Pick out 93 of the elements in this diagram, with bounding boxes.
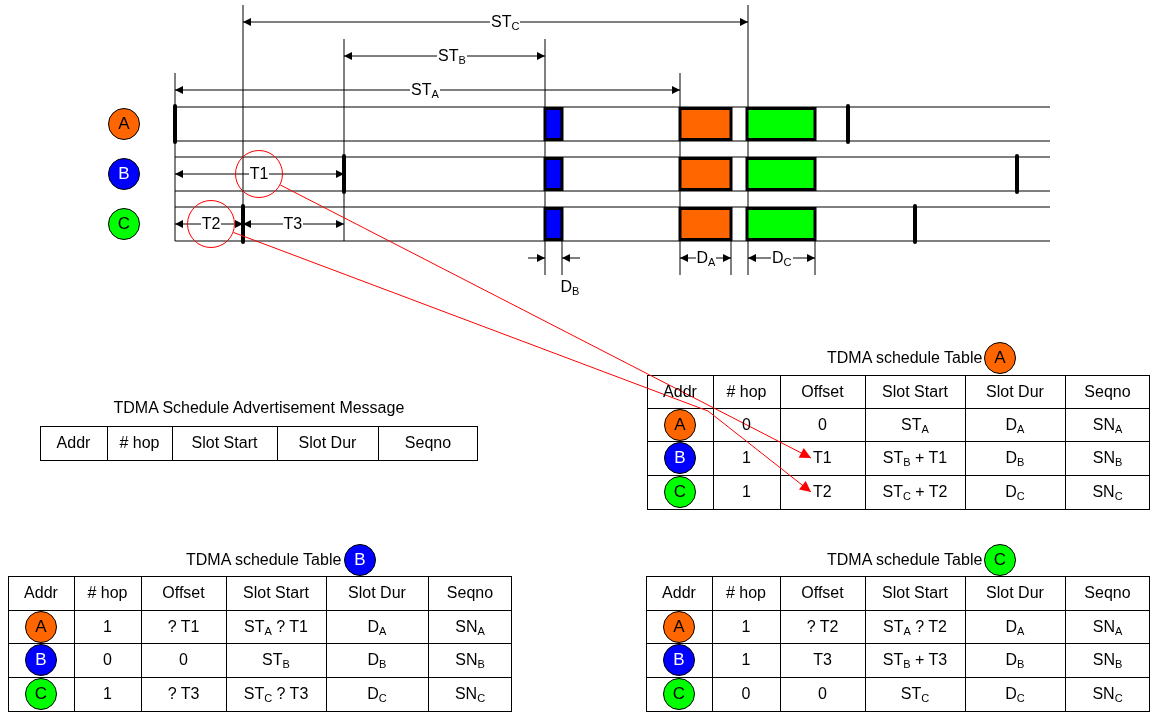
table-value: ? T2 [806,617,839,636]
table-value: SN$_{A}$ [1092,415,1123,434]
table-value: T2 [813,483,832,501]
table-value: 0 [818,415,827,434]
table-value: D$_{B}$ [1005,449,1025,467]
node-circle: C [108,208,140,240]
address-badge: C [664,476,696,508]
table-value: D$_{C}$ [367,685,387,703]
table-value: 1 [741,651,751,669]
table-value: 0 [179,651,188,669]
column-header: Slot Dur [348,584,406,602]
column-header: Slot Dur [986,382,1044,401]
message-field: Addr [56,434,91,452]
table-value: ST$_{C}$ + T2 [882,483,948,501]
table-value: D$_{A}$ [367,617,387,636]
address-badge: B [664,442,696,474]
node-badge: B [344,544,376,576]
address-badge: B [25,644,57,676]
table-value: ST$_{B}$ + T1 [882,449,948,467]
column-header: Offset [162,584,205,602]
node-badge: A [984,342,1016,374]
address-badge: B [663,644,695,676]
table-value: D$_{C}$ [1005,685,1025,703]
table-value: 0 [103,651,112,669]
table-title: TDMA schedule Table [827,551,983,569]
table-value: D$_{B}$ [367,651,387,669]
dimension-label: ST$_{C}$ [490,13,521,31]
node-circle: A [108,108,140,140]
table-value: ST$_{C}$ ? T3 [243,685,309,703]
message-field: Slot Dur [298,434,357,452]
table-value: SN$_{B}$ [1092,651,1123,669]
table-value: ST$_{A}$ ? T1 [244,617,308,636]
column-header: Addr [662,584,696,602]
column-header: # hop [87,584,128,602]
address-badge: C [663,678,695,710]
table-title: TDMA schedule Table [186,551,342,569]
column-header: Offset [801,382,844,401]
table-value: 1 [741,617,751,636]
arrow [279,184,812,459]
table-title: TDMA schedule Table [827,349,983,367]
table-value: SN$_{C}$ [454,685,486,703]
table-value: 1 [742,483,751,501]
address-badge: A [664,408,696,441]
table-value: 1 [103,685,112,703]
table-value: T3 [813,651,832,669]
node-badge: C [984,544,1016,576]
message-field: Slot Start [191,434,258,452]
table-value: D$_{B}$ [1005,651,1025,669]
address-badge: A [25,610,57,643]
table-value: 1 [742,449,751,467]
table-value: SN$_{B}$ [1092,449,1123,467]
table-title: TDMA Schedule Advertisement Message [113,399,405,417]
address-badge: A [663,610,695,643]
column-header: Seqno [446,584,494,602]
table-value: 0 [741,685,751,703]
column-header: Slot Start [882,382,948,401]
table-value: SN$_{C}$ [1092,483,1123,501]
dimension-label: D$_{B}$ [559,278,581,296]
dimension-label: D$_{C}$ [771,249,793,267]
node-circle: B [108,158,140,190]
table-value: 0 [818,685,827,703]
message-field: # hop [119,434,160,452]
dimension-label: ST$_{B}$ [437,47,467,65]
table-value: ST$_{B}$ [262,651,290,669]
table-value: D$_{A}$ [1005,617,1025,636]
table-value: ? T3 [167,685,200,703]
table-value: D$_{C}$ [1005,483,1025,501]
table-value: 1 [103,617,112,636]
table-value: ST$_{B}$ + T3 [882,651,948,669]
dimension-label: ST$_{A}$ [410,81,440,99]
table-value: SN$_{A}$ [1092,617,1123,636]
table-value: SN$_{A}$ [455,617,485,636]
column-header: Slot Dur [986,584,1044,602]
table-value: SN$_{B}$ [455,651,485,669]
column-header: Seqno [1084,382,1131,401]
column-header: Seqno [1084,584,1131,602]
column-header: Slot Start [243,584,309,602]
column-header: # hop [726,382,767,401]
message-field: Seqno [404,434,452,452]
table-value: ? T1 [167,617,200,636]
dimension-label: D$_{A}$ [695,249,717,267]
column-header: Offset [801,584,844,602]
address-badge: C [25,678,57,710]
column-header: Addr [24,584,58,602]
table-value: SN$_{C}$ [1092,685,1123,703]
table-value: ST$_{C}$ [900,685,930,703]
table-value: D$_{A}$ [1005,415,1025,434]
table-value: ST$_{A}$ ? T2 [883,617,947,636]
column-header: Slot Start [882,584,948,602]
table-value: T1 [813,449,832,467]
table-value: ST$_{A}$ [901,415,929,434]
arrow [232,231,812,493]
column-header: # hop [725,584,766,602]
